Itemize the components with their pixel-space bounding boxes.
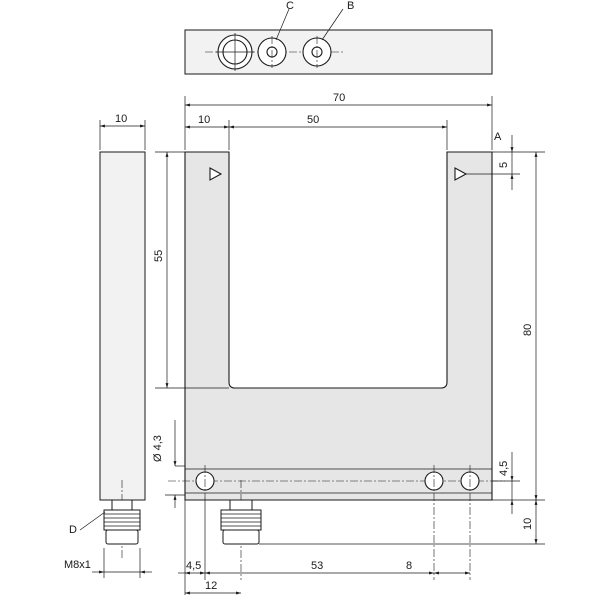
dim-hole-edge: 4,5 xyxy=(186,560,201,572)
dim-thread: M8x1 xyxy=(64,559,91,571)
side-view: D 10 M8x1 xyxy=(64,113,152,578)
fork-body xyxy=(184,151,493,501)
leader-b xyxy=(321,8,344,41)
front-view: A xyxy=(168,131,520,580)
label-c: C xyxy=(286,0,294,12)
dim-hole-spacing: 53 xyxy=(311,560,323,572)
dim-connector-height: 10 xyxy=(522,518,534,530)
side-connector-body xyxy=(103,509,141,531)
dim-top-width: 70 xyxy=(333,92,345,104)
dim-connector-offset: 12 xyxy=(205,580,217,592)
label-d: D xyxy=(69,524,77,536)
emitter-icon xyxy=(209,167,223,181)
front-connector-cap xyxy=(222,529,260,545)
dim-hole-height: 4,5 xyxy=(498,461,510,476)
dimensions: 70 10 50 55 80 5 Ø 4,3 4,5 xyxy=(152,92,545,595)
side-view-body xyxy=(99,151,146,501)
front-connector-nut xyxy=(229,499,253,511)
dim-slot-width: 50 xyxy=(307,114,319,126)
leader-c xyxy=(275,8,290,41)
label-a: A xyxy=(494,131,502,143)
side-connector-nut xyxy=(111,499,133,511)
dim-hole-right: 8 xyxy=(406,560,412,572)
receiver-icon xyxy=(454,167,468,181)
dim-emitter-offset: 5 xyxy=(498,162,510,168)
dim-side-width: 10 xyxy=(115,113,127,125)
side-connector-cap xyxy=(105,529,139,545)
dim-height: 80 xyxy=(522,324,534,336)
dim-slot-offset: 10 xyxy=(198,114,210,126)
leader-d xyxy=(79,511,106,531)
label-b: B xyxy=(347,0,354,12)
dim-slot-depth: 55 xyxy=(153,250,165,262)
front-connector-body xyxy=(220,509,262,531)
dim-hole-diameter: Ø 4,3 xyxy=(152,435,164,462)
top-view: C B xyxy=(184,0,493,75)
